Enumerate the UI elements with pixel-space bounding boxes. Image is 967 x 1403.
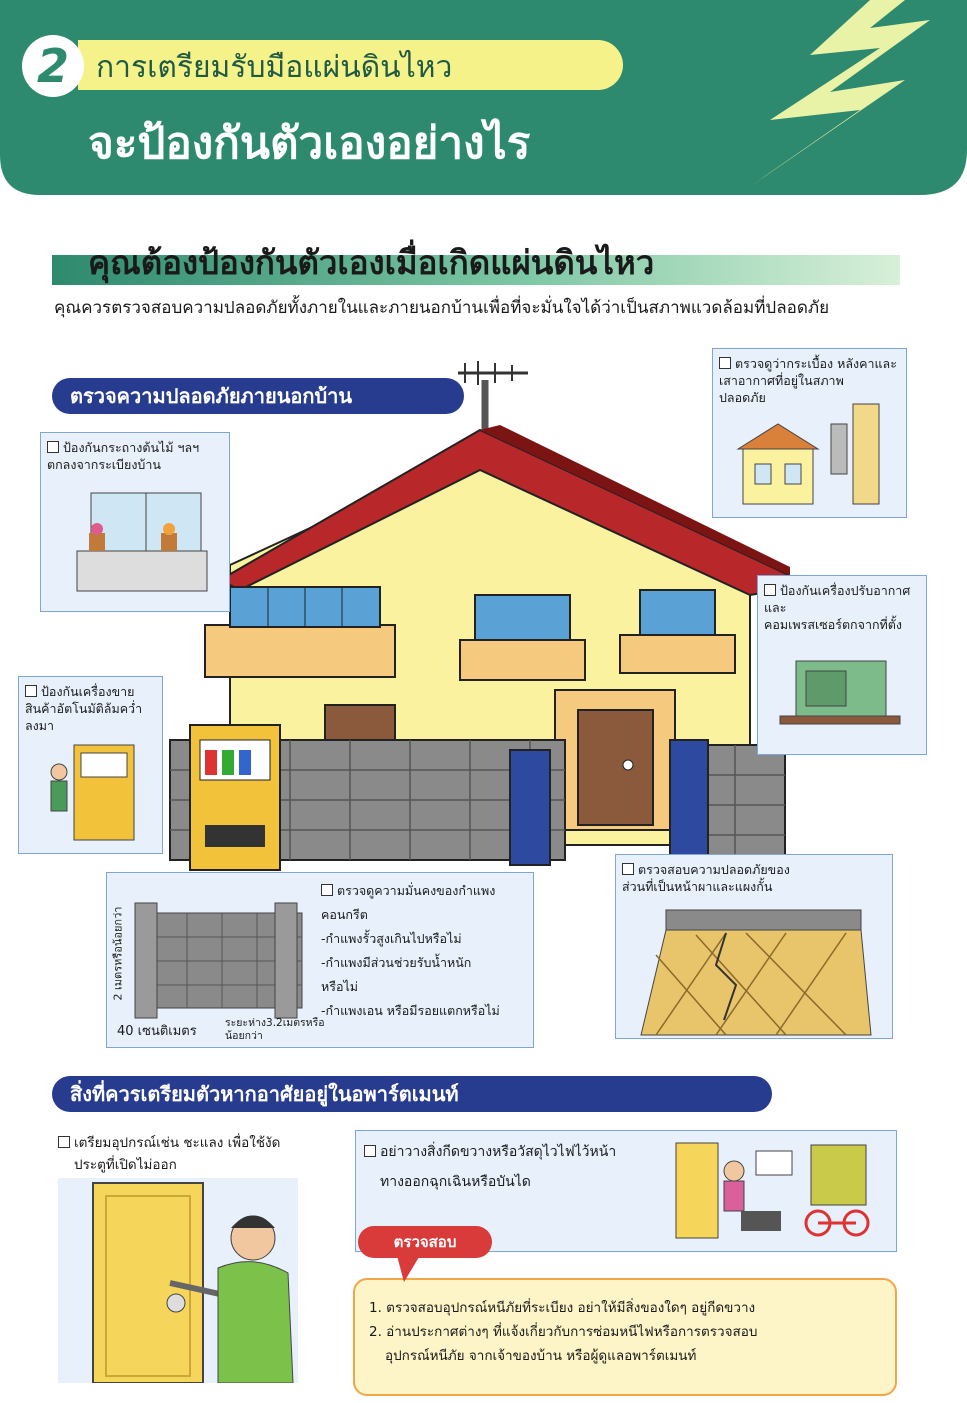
inspection-checklist: 1. ตรวจสอบอุปกรณ์หนีภัยที่ระเบียง อย่าให… <box>353 1278 897 1396</box>
section-title: คุณต้องป้องกันตัวเองเมื่อเกิดแผ่นดินไหว <box>88 243 655 282</box>
checkbox-icon <box>622 863 634 875</box>
subtitle-pill <box>78 40 623 90</box>
callout-block-wall: 2 เมตรหรือน้อยกว่า 40 เซนติเมตร ระยะห่าง… <box>106 872 534 1048</box>
wall-spacing-label: ระยะห่าง3.2เมตรหรือน้อยกว่า <box>225 1017 325 1042</box>
air-conditioner-icon <box>779 660 901 725</box>
intro-text: คุณควรตรวจสอบความปลอดภัยทั้งภายในและภายน… <box>54 298 830 318</box>
outside-safety-heading: ตรวจความปลอดภัยภายนอกบ้าน <box>52 378 464 414</box>
retaining-wall-icon <box>640 909 872 1036</box>
callout-roof-tiles: ตรวจดูว่ากระเบื้อง หลังคาและเสาอากาศที่อ… <box>712 348 907 518</box>
inspection-item-2-cont: อุปกรณ์หนีภัย จากเจ้าของบ้าน หรือผู้ดูแล… <box>385 1348 697 1364</box>
page-title: จะป้องกันตัวเองอย่างไร <box>88 118 531 169</box>
callout-aircon: ป้องกันเครื่องปรับอากาศและคอมเพรสเซอร์ตก… <box>757 575 927 755</box>
checkbox-icon <box>47 441 59 453</box>
checkbox-icon <box>764 584 776 596</box>
blocked-exit-icon <box>675 1142 870 1239</box>
checkbox-icon <box>58 1136 70 1148</box>
callout-vending-machine: ป้องกันเครื่องขายสินค้าอัตโนมัติล้มคว่ำล… <box>18 676 163 854</box>
balcony-flowerpot-icon <box>76 492 208 592</box>
header-subtitle: การเตรียมรับมือแผ่นดินไหว <box>96 50 453 85</box>
inspect-label: ตรวจสอบ <box>358 1226 492 1258</box>
wall-height-label: 2 เมตรหรือน้อยกว่า <box>111 906 125 1000</box>
section-title-bar <box>52 255 900 285</box>
callout-flowerpot: ป้องกันกระถางต้นไม้ ฯลฯตกลงจากระเบียงบ้า… <box>40 432 230 612</box>
lightning-icon <box>745 0 930 190</box>
house-antenna-icon <box>736 403 880 505</box>
block-wall-diagram <box>134 902 303 1019</box>
checkbox-icon <box>364 1145 376 1157</box>
checkbox-icon <box>25 685 37 697</box>
callout-cliff-slope: ตรวจสอบความปลอดภัยของส่วนที่เป็นหน้าผาแล… <box>615 854 893 1039</box>
section-number: 2 <box>22 35 84 97</box>
inspection-item-2: 2. อ่านประกาศต่างๆ ที่แจ้งเกี่ยวกับการซ่… <box>369 1324 758 1340</box>
inspection-item-1: 1. ตรวจสอบอุปกรณ์หนีภัยที่ระเบียง อย่าให… <box>369 1300 756 1316</box>
checkbox-icon <box>719 357 731 369</box>
tool-tip-text: เตรียมอุปกรณ์เช่น ชะแลง เพื่อใช้งัด ประต… <box>58 1132 280 1176</box>
wall-thickness-label: 40 เซนติเมตร <box>117 1024 197 1039</box>
apartment-heading: สิ่งที่ควรเตรียมตัวหากอาศัยอยู่ในอพาร์ตเ… <box>52 1076 772 1112</box>
house-illustration <box>169 361 790 871</box>
callout-emergency-exit: อย่าวางสิ่งกีดขวางหรือวัสดุไวไฟไว้หน้าทา… <box>355 1130 897 1252</box>
vending-machine-icon <box>50 744 135 841</box>
speech-tail-icon <box>396 1252 422 1282</box>
checkbox-icon <box>321 884 333 896</box>
crowbar-door-illustration <box>58 1178 298 1383</box>
